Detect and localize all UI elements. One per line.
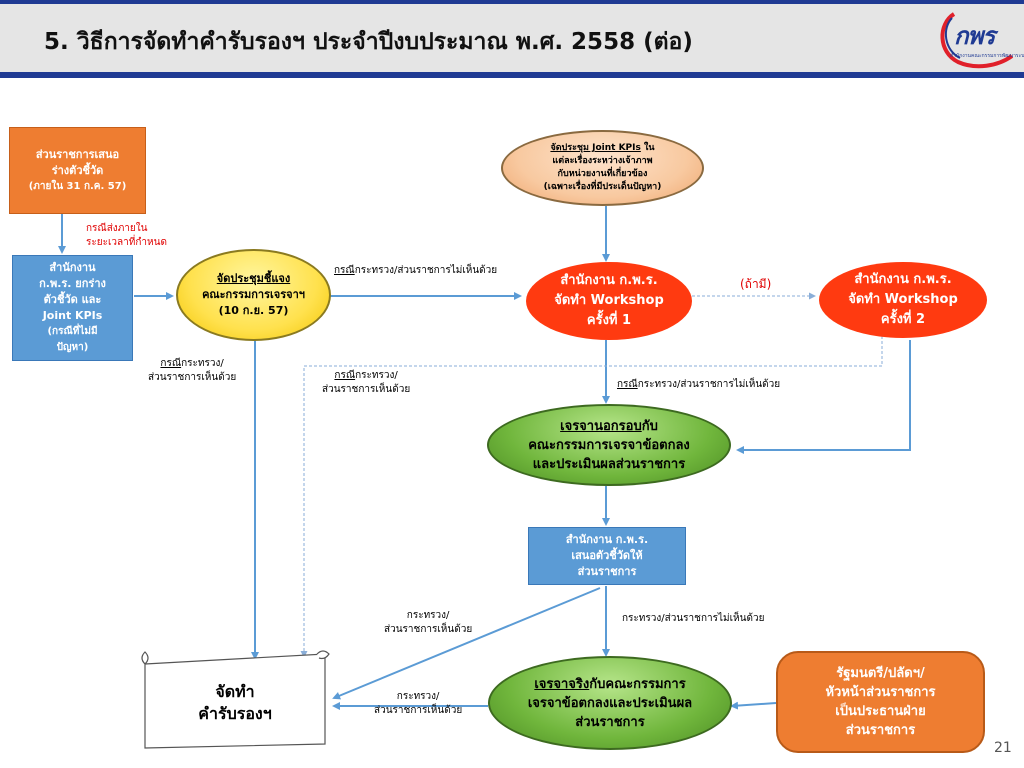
opdc-draft-line2: ก.พ.ร. ยกร่าง xyxy=(39,277,106,290)
framework-negotiation-ellipse: เจรจานอกรอบกับ คณะกรรมการเจรจาข้อตกลง แล… xyxy=(487,404,731,486)
joint-kpi-line2: แต่ละเรื่องระหว่างเจ้าภาพ xyxy=(552,156,653,166)
joint-kpi-line1: จัดประชุม Joint KPIs ใน xyxy=(550,142,654,155)
real-negotiation-line2: เจรจาข้อตกลงและประเมินผล xyxy=(527,695,693,711)
label-disagree-mid-u: กรณี xyxy=(617,379,638,390)
briefing-meeting-line1: จัดประชุมชี้แจง xyxy=(216,272,291,285)
label-agree-bottom-line1: กระทรวง/ xyxy=(396,691,440,702)
label-disagree-mid-rest: กระทรวง/ส่วนราชการไม่เห็นด้วย xyxy=(637,379,781,390)
page-number: 21 xyxy=(994,740,1012,756)
agency-propose-box: ส่วนราชการเสนอ ร่างตัวชี้วัด (ภายใน 31 ก… xyxy=(9,127,146,214)
dashed-arrow-workshop2-to-agreement xyxy=(300,336,883,658)
label-agree-left-u: กรณี xyxy=(160,358,182,369)
agency-propose-line3: (ภายใน 31 ก.ค. 57) xyxy=(28,180,127,192)
real-negotiation-line1-rest: กับคณะกรรมการ xyxy=(589,676,686,692)
agreement-scroll-shape xyxy=(141,650,330,749)
opdc-draft-line3: ตัวชี้วัด และ xyxy=(43,293,102,306)
workshop1-line2: จัดทำ Workshop xyxy=(554,293,664,308)
make-agreement-box: จัดทำ คำรับรองฯ xyxy=(150,670,320,736)
chairs-box: รัฐมนตรี/ปลัดฯ/ หัวหน้าส่วนราชการ เป็นปร… xyxy=(776,651,985,753)
workshop1-ellipse: สำนักงาน ก.พ.ร. จัดทำ Workshop ครั้งที่ … xyxy=(526,262,692,340)
label-if-any: (ถ้ามี) xyxy=(740,277,772,291)
label-agree-left: กรณีกระทรวง/ ส่วนราชการเห็นด้วย xyxy=(148,357,236,385)
label-agree-left-line2: ส่วนราชการเห็นด้วย xyxy=(148,372,237,383)
chairs-line2: หัวหน้าส่วนราชการ xyxy=(825,685,936,700)
header-bar xyxy=(0,4,1024,72)
make-agreement-line1: จัดทำ xyxy=(215,682,255,701)
framework-line1-rest: กับ xyxy=(641,418,658,434)
workshop2-line1: สำนักงาน ก.พ.ร. xyxy=(854,272,952,287)
framework-line1: เจรจานอกรอบกับ xyxy=(560,417,658,436)
label-disagree-top-u: กรณี xyxy=(334,265,355,276)
opdc-draft-line4: Joint KPIs xyxy=(42,309,103,322)
briefing-meeting-ellipse: จัดประชุมชี้แจง คณะกรรมการเจรจาฯ (10 ก.ย… xyxy=(176,249,331,341)
joint-kpi-line3: กับหน่วยงานที่เกี่ยวข้อง xyxy=(557,169,648,179)
workshop1-line1: สำนักงาน ก.พ.ร. xyxy=(560,273,658,288)
header-top-line xyxy=(0,0,1024,4)
opdc-propose-line2: เสนอตัวชี้วัดให้ xyxy=(571,549,643,562)
label-disagree-top-rest: กระทรวง/ส่วนราชการไม่เห็นด้วย xyxy=(354,265,498,276)
label-late-case-line2: ระยะเวลาที่กำหนด xyxy=(86,237,167,248)
logo-text: กพร xyxy=(954,22,995,50)
label-late-case: กรณีส่งภายใน ระยะเวลาที่กำหนด xyxy=(86,222,167,250)
framework-line3: และประเมินผลส่วนราชการ xyxy=(532,456,686,472)
opdc-propose-line3: ส่วนราชการ xyxy=(577,565,637,578)
opdc-propose-line1: สำนักงาน ก.พ.ร. xyxy=(565,533,649,546)
arrow-workshop2-to-framework xyxy=(736,340,911,454)
label-agree-lower-line1: กระทรวง/ xyxy=(406,610,450,621)
opdc-draft-line5: (กรณีที่ไม่มี xyxy=(47,326,98,337)
label-agree-mid: กรณีกระทรวง/ ส่วนราชการเห็นด้วย xyxy=(322,369,410,397)
joint-kpi-line4: (เฉพาะเรื่องที่มีประเด็นปัญหา) xyxy=(543,182,662,192)
opdc-draft-line6: ปัญหา) xyxy=(56,342,89,353)
joint-kpi-line1-rest: ใน xyxy=(640,143,655,153)
workshop1-line3: ครั้งที่ 1 xyxy=(586,313,632,328)
make-agreement-line2: คำรับรองฯ xyxy=(198,704,272,723)
agency-propose-line2: ร่างตัวชี้วัด xyxy=(51,163,104,177)
label-agree-mid-rest: กระทรวง/ xyxy=(355,370,398,381)
framework-line2: คณะกรรมการเจรจาข้อตกลง xyxy=(528,437,690,453)
framework-line1-underlined: เจรจานอกรอบ xyxy=(560,418,642,434)
joint-kpi-line1-underlined: จัดประชุม Joint KPIs xyxy=(550,143,641,153)
label-agree-lower-line2: ส่วนราชการเห็นด้วย xyxy=(384,624,473,635)
workshop2-ellipse: สำนักงาน ก.พ.ร. จัดทำ Workshop ครั้งที่ … xyxy=(819,262,987,338)
briefing-meeting-line2: คณะกรรมการเจรจาฯ xyxy=(202,288,305,301)
real-negotiation-line1-underlined: เจรจาจริง xyxy=(534,676,590,692)
briefing-meeting-line3: (10 ก.ย. 57) xyxy=(218,304,289,317)
label-agree-lower: กระทรวง/ ส่วนราชการเห็นด้วย xyxy=(384,609,472,637)
label-agree-mid-line2: ส่วนราชการเห็นด้วย xyxy=(322,384,411,395)
real-negotiation-line1: เจรจาจริงกับคณะกรรมการ xyxy=(534,675,685,694)
label-agree-mid-u: กรณี xyxy=(334,370,356,381)
opdc-propose-box: สำนักงาน ก.พ.ร. เสนอตัวชี้วัดให้ ส่วนราช… xyxy=(528,527,686,585)
label-disagree-lower: กระทรวง/ส่วนราชการไม่เห็นด้วย xyxy=(622,613,765,624)
opdc-draft-box: สำนักงาน ก.พ.ร. ยกร่าง ตัวชี้วัด และ Joi… xyxy=(12,255,133,361)
workshop2-line2: จัดทำ Workshop xyxy=(848,292,958,307)
workshop2-line3: ครั้งที่ 2 xyxy=(880,312,926,327)
page-title: 5. วิธีการจัดทำคำรับรองฯ ประจำปีงบประมาณ… xyxy=(44,29,693,55)
agency-propose-line1: ส่วนราชการเสนอ xyxy=(35,147,120,161)
joint-kpi-meeting-ellipse: จัดประชุม Joint KPIs ใน แต่ละเรื่องระหว่… xyxy=(501,130,704,206)
arrow-propose-to-agreement xyxy=(332,587,601,700)
header-bottom-line xyxy=(0,72,1024,78)
logo-swoosh-icon xyxy=(940,12,1014,69)
real-negotiation-line3: ส่วนราชการ xyxy=(575,714,645,730)
opdc-logo: กพร สำนักงานคณะกรรมการพัฒนาระบบราชการ xyxy=(936,4,1024,72)
real-negotiation-ellipse: เจรจาจริงกับคณะกรรมการ เจรจาข้อตกลงและปร… xyxy=(488,656,732,750)
chairs-line3: เป็นประธานฝ่าย xyxy=(835,704,926,719)
arrow-chairs-to-real xyxy=(730,701,777,710)
label-agree-bottom-line2: ส่วนราชการเห็นด้วย xyxy=(374,705,463,716)
label-disagree-top: กรณีกระทรวง/ส่วนราชการไม่เห็นด้วย xyxy=(334,264,497,278)
logo-subtext: สำนักงานคณะกรรมการพัฒนาระบบราชการ xyxy=(950,53,1024,59)
label-disagree-mid: กรณีกระทรวง/ส่วนราชการไม่เห็นด้วย xyxy=(617,378,780,392)
chairs-line1: รัฐมนตรี/ปลัดฯ/ xyxy=(836,666,925,681)
label-agree-left-rest: กระทรวง/ xyxy=(181,358,224,369)
label-late-case-line1: กรณีส่งภายใน xyxy=(86,223,148,234)
chairs-line4: ส่วนราชการ xyxy=(845,723,916,738)
label-agree-bottom: กระทรวง/ ส่วนราชการเห็นด้วย xyxy=(374,690,462,718)
opdc-draft-line1: สำนักงาน xyxy=(49,261,96,274)
